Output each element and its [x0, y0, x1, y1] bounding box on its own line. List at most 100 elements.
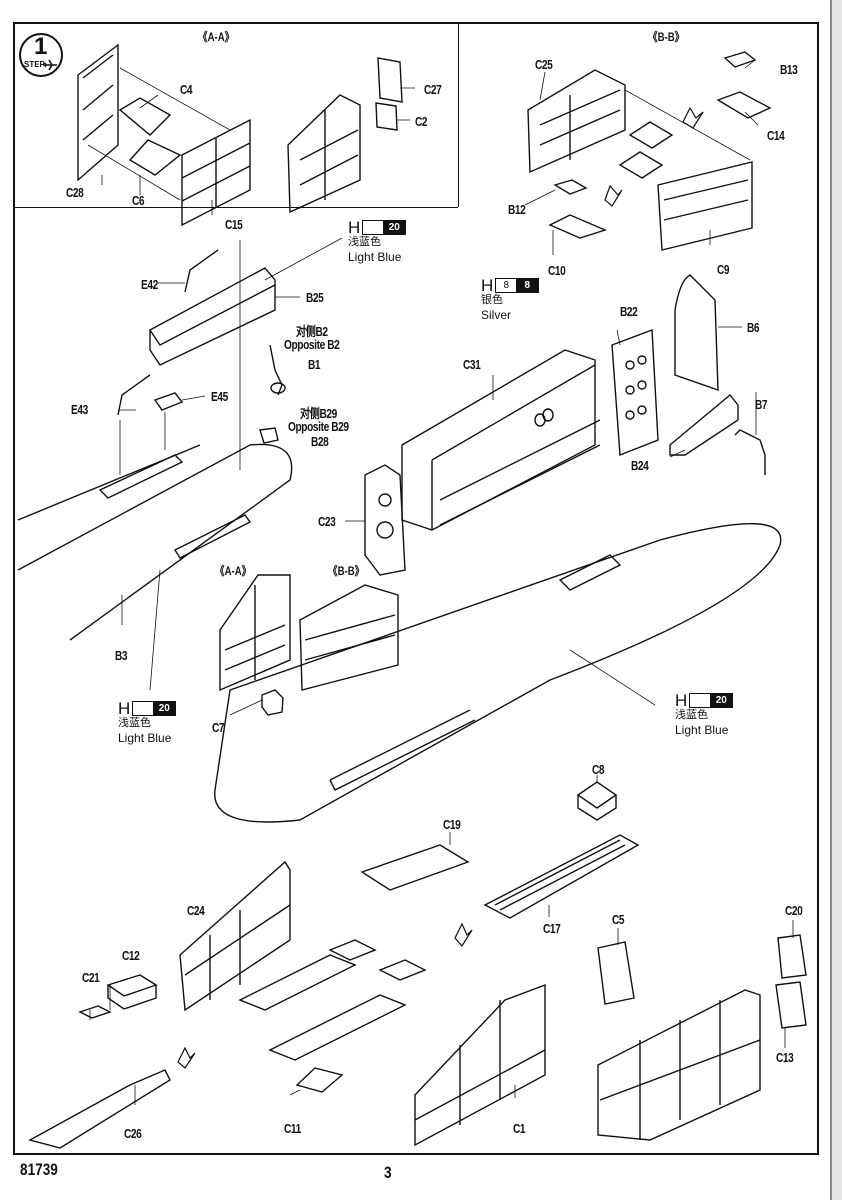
part-c17-rack — [483, 834, 640, 919]
paint-brand-h: H — [118, 699, 131, 718]
part-deck-right — [214, 522, 782, 823]
part-c5-c20-c13-rack — [597, 989, 761, 1141]
part-label-c1: C1 — [513, 1121, 526, 1136]
part-c2-box — [375, 102, 398, 131]
part-c21-block — [78, 1005, 112, 1019]
part-c8-block — [576, 781, 618, 821]
subassembly-divider-vertical — [458, 22, 459, 207]
page-edge-scrollbar — [830, 0, 842, 1200]
part-c5-box — [597, 941, 635, 1005]
part-label-c6: C6 — [132, 193, 145, 208]
part-label-e42: E42 — [141, 277, 158, 292]
paint-swatch: 20 — [132, 701, 177, 716]
part-label-b24: B24 — [631, 458, 649, 473]
part-label-c19: C19 — [443, 817, 461, 832]
part-label-c4: C4 — [180, 82, 193, 97]
part-c23-panel — [364, 464, 406, 576]
part-label-c10: C10 — [548, 263, 566, 278]
part-b1-stick — [269, 344, 286, 396]
paint-brand-h: H — [348, 218, 361, 237]
part-label-b25: B25 — [306, 290, 324, 305]
part-label-c15: C15 — [225, 217, 243, 232]
part-label-b3: B3 — [115, 648, 128, 663]
part-b6-panel — [674, 274, 719, 391]
part-b7-rod — [734, 429, 766, 475]
paint-name-en: Silver — [481, 308, 512, 322]
part-c7-box — [261, 689, 284, 716]
part-e45-box — [153, 392, 184, 411]
paint-name-zh: 浅蓝色 — [118, 717, 151, 729]
part-label-c28: C28 — [66, 185, 84, 200]
section-label-bb-bottom: 《B-B》 — [328, 564, 365, 578]
paint-brand-h: H — [481, 276, 494, 295]
part-label-e45: E45 — [211, 389, 228, 404]
view-arrow-icons — [177, 106, 704, 1069]
section-label-bb: 《B-B》 — [648, 30, 685, 44]
step-label: STEP — [24, 60, 45, 69]
paint-brand-h: H — [675, 691, 688, 710]
part-label-c5: C5 — [612, 912, 625, 927]
paint-name-zh: 浅蓝色 — [348, 236, 381, 248]
opposite-note-b29-en: Opposite B29 — [288, 419, 349, 434]
part-label-e43: E43 — [71, 402, 88, 417]
part-label-b7: B7 — [755, 397, 768, 412]
part-c14-base — [716, 91, 772, 119]
part-c12-block — [106, 974, 158, 1010]
part-label-c24: C24 — [187, 903, 205, 918]
page-number: 3 — [384, 1163, 392, 1182]
part-label-c12: C12 — [122, 948, 140, 963]
part-c19-rack — [360, 844, 470, 891]
part-c20-box — [777, 934, 807, 979]
part-label-c7: C7 — [212, 720, 225, 735]
part-label-c9: C9 — [717, 262, 730, 277]
part-label-b6: B6 — [747, 320, 760, 335]
part-b3-deck-left — [17, 443, 293, 641]
opposite-note-b29-zh: 对侧B29 — [300, 406, 337, 421]
subassembly-divider-horizontal — [13, 207, 458, 208]
opposite-note-b2-en: Opposite B2 — [284, 337, 340, 352]
part-c11-rack — [295, 1067, 344, 1093]
opposite-note-b2-zh: 对侧B2 — [296, 324, 328, 339]
part-b12-block — [553, 179, 588, 195]
part-label-c21: C21 — [82, 970, 100, 985]
part-b28-part — [259, 427, 279, 444]
part-b13-block — [723, 51, 757, 68]
paint-swatch: 20 — [689, 693, 734, 708]
part-c10-base — [548, 214, 607, 239]
part-label-c25: C25 — [535, 57, 553, 72]
airplane-icon — [43, 59, 57, 71]
part-c13-box — [775, 981, 807, 1029]
part-c27-box — [377, 57, 403, 103]
part-c25-pads — [618, 121, 674, 179]
paint-name-en: Light Blue — [675, 723, 729, 737]
part-label-b12: B12 — [508, 202, 526, 217]
part-c26-base — [28, 1069, 171, 1149]
part-e42-stick — [184, 249, 219, 293]
paint-name-en: Light Blue — [348, 250, 402, 264]
part-label-c31: C31 — [463, 357, 481, 372]
part-center-racks — [238, 939, 427, 1061]
part-label-c17: C17 — [543, 921, 561, 936]
part-label-c20: C20 — [785, 903, 803, 918]
step-number: 1 — [34, 33, 48, 60]
part-label-c8: C8 — [592, 762, 605, 777]
part-c31-panel — [401, 349, 601, 531]
step-badge: 1 STEP — [19, 33, 63, 77]
part-c24-frame — [179, 860, 291, 1012]
part-label-c23: C23 — [318, 514, 336, 529]
paint-swatch: 20 — [362, 220, 407, 235]
part-label-c27: C27 — [424, 82, 442, 97]
part-aa-frame-bottom — [219, 574, 291, 692]
part-c25-frame — [527, 69, 626, 174]
section-label-aa: 《A-A》 — [198, 30, 235, 44]
paint-name-en: Light Blue — [118, 731, 172, 745]
part-e43-stick — [117, 374, 151, 416]
part-label-b28: B28 — [311, 434, 329, 449]
part-bb-frame-bottom — [299, 584, 399, 691]
part-aa-frame — [287, 94, 361, 214]
